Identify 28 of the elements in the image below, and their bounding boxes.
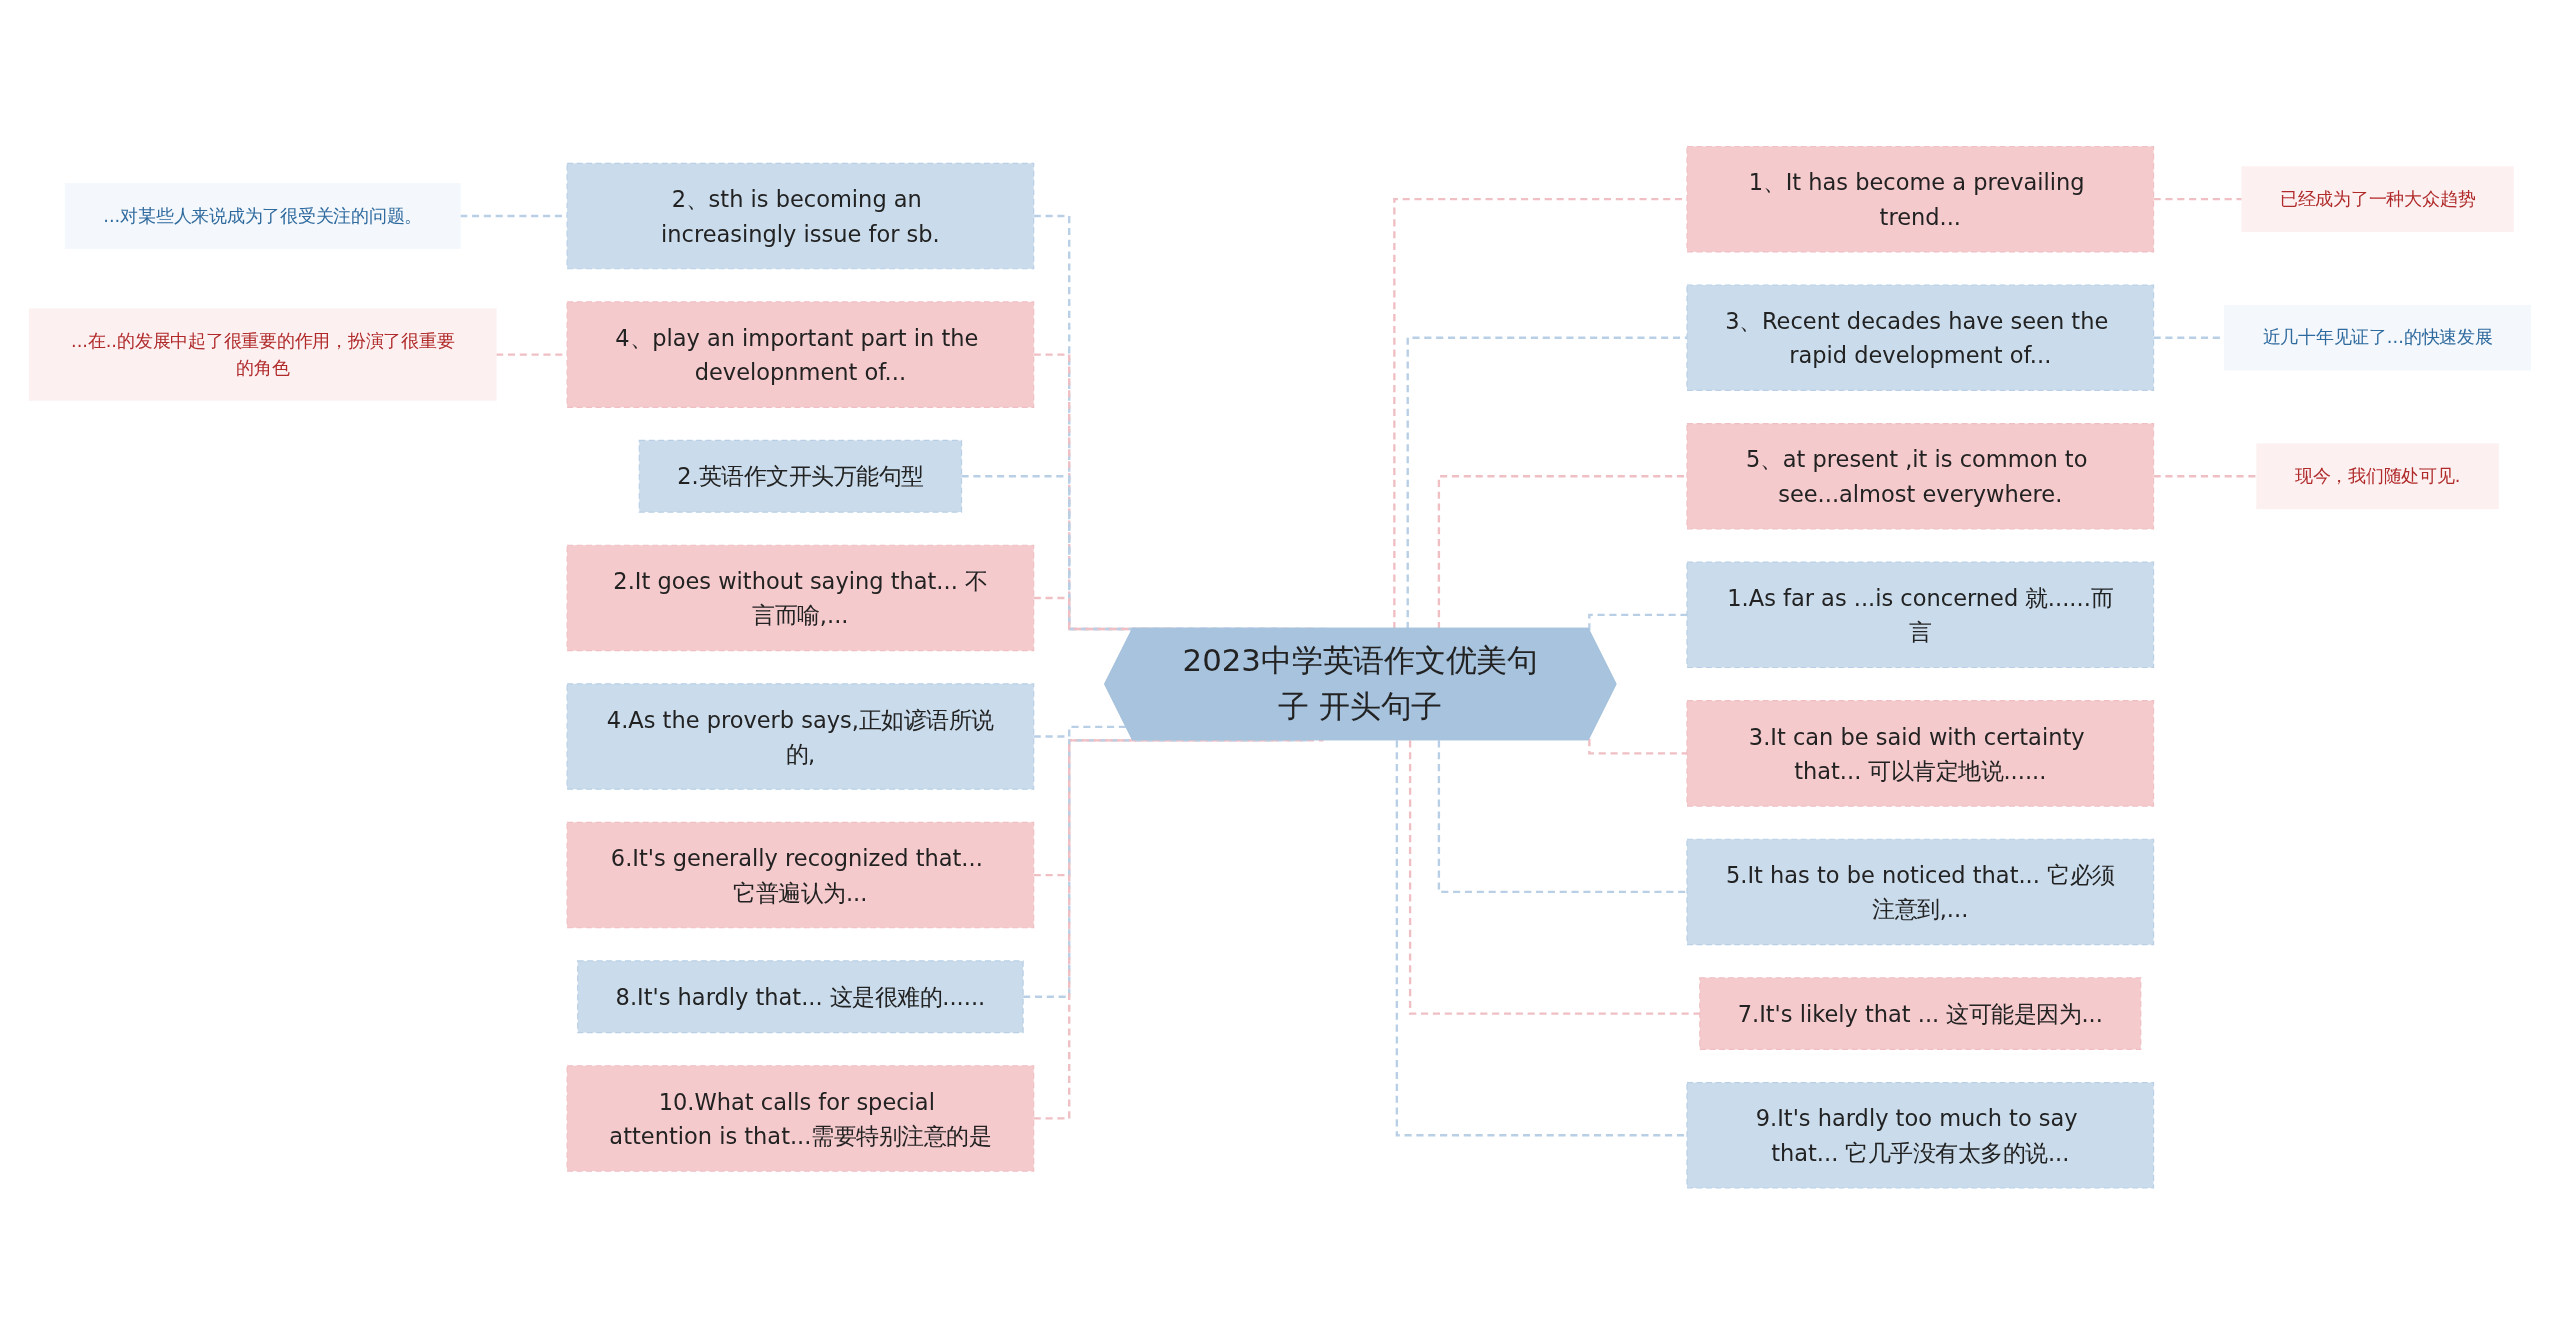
node-box: 2.It goes without saying that... 不言而喻,...	[566, 544, 1035, 652]
connector	[1437, 475, 1687, 630]
node-box: 8.It's hardly that... 这是很难的......	[577, 960, 1024, 1034]
node-box: ...对某些人来说成为了很受关注的问题。	[64, 183, 461, 250]
connector	[1588, 739, 1687, 755]
node-box: 7.It's likely that ... 这可能是因为...	[1699, 977, 2142, 1051]
node-box: 5.It has to be noticed that... 它必须注意到,...	[1686, 838, 2155, 946]
node-box: 已经成为了一种大众趋势	[2241, 166, 2514, 233]
node-box: 现今，我们随处可见.	[2256, 443, 2499, 510]
node-box: 6.It's generally recognized that... 它普遍认为...	[566, 822, 1035, 929]
node-box: 1、It has become a prevailing trend...	[1686, 146, 2155, 253]
connector	[1437, 740, 1687, 894]
connector	[1395, 740, 1687, 1137]
connector	[1408, 740, 1700, 1016]
connector	[1406, 336, 1687, 630]
node-box: 9.It's hardly too much to say that... 它几乎没有太多的说...	[1686, 1082, 2155, 1189]
node-box: 4、play an important part in the developnment of...	[566, 301, 1035, 409]
node-box: 10.What calls for special attention is that...需要特别注意的是	[566, 1065, 1035, 1172]
node-box: 4.As the proverb says,正如谚语所说的,	[566, 683, 1035, 791]
node-box: ...在..的发展中起了很重要的作用，扮演了很重要的角色	[28, 308, 497, 402]
node-box: 5、at present ,it is common to see...almost everywhere.	[1686, 423, 2155, 530]
node-box: 3.It can be said with certainty that... 可以肯定地说......	[1686, 700, 2155, 807]
node-box: 1.As far as ...is concerned 就......而言	[1686, 561, 2155, 669]
node-box: 3、Recent decades have seen the rapid development of...	[1686, 284, 2155, 392]
node-box: 2、sth is becoming an increasingly issue for sb.	[566, 163, 1035, 270]
node-box: 2.英语作文开头万能句型	[638, 440, 963, 513]
connector	[1393, 198, 1687, 630]
connector	[1588, 613, 1687, 631]
